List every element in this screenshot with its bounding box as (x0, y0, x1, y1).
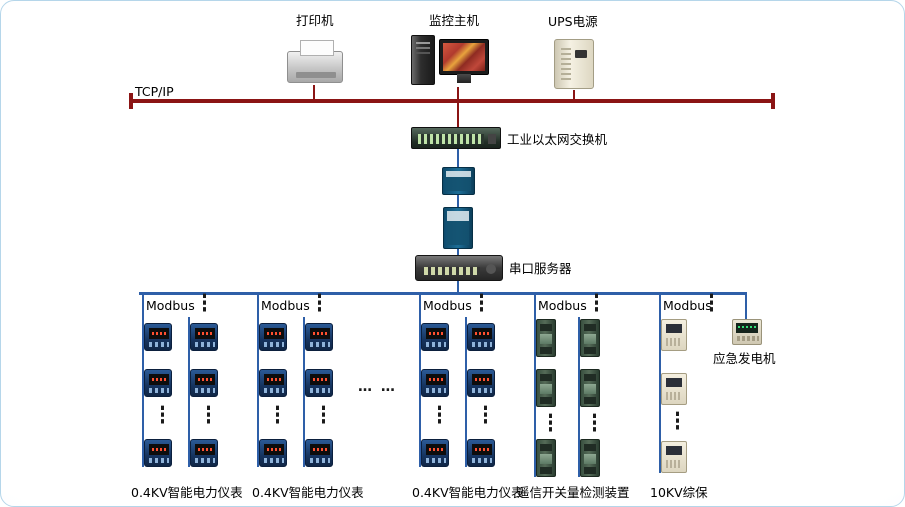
continuation-dots: ⋮ (477, 402, 494, 430)
host-monitor-icon (439, 39, 489, 83)
continuation-dots: ⋮ (269, 402, 286, 430)
bus-to-switch-line (457, 103, 459, 127)
power-meter-icon (421, 439, 449, 467)
power-meter-icon (190, 439, 218, 467)
modbus-label: Modbus (261, 298, 310, 313)
ethernet-switch-icon (411, 127, 501, 149)
power-meter-icon (259, 323, 287, 351)
printer-label: 打印机 (296, 13, 334, 28)
continuation-dots: ⋮ (473, 290, 490, 318)
signal-module-icon (580, 439, 600, 477)
power-meter-icon (467, 439, 495, 467)
signal-module-icon (536, 369, 556, 407)
serial-to-bus-line (457, 281, 459, 293)
continuation-dots: ⋮ (311, 290, 328, 318)
power-meter-icon (144, 369, 172, 397)
group-device-label: 10KV综保 (650, 485, 708, 500)
signal-module-icon (580, 319, 600, 357)
modbus-label: Modbus (146, 298, 195, 313)
ups-icon (554, 39, 594, 89)
modbus-bus-line (139, 292, 747, 295)
continuation-dots: ⋮ (703, 290, 720, 318)
signal-module-icon (536, 319, 556, 357)
continuation-dots-horizontal: … … (358, 379, 397, 395)
tcpip-bus-right-cap (771, 93, 775, 109)
continuation-dots: ⋮ (154, 402, 171, 430)
ups-link-line (573, 90, 575, 100)
power-meter-icon (467, 323, 495, 351)
power-meter-icon (144, 323, 172, 351)
modbus-branch-line (578, 317, 580, 477)
signal-module-icon (536, 439, 556, 477)
signal-module-icon (580, 369, 600, 407)
modbus-drop-line (257, 292, 259, 467)
power-meter-icon (305, 323, 333, 351)
modbus-branch-line (465, 317, 467, 467)
serial-server-label: 串口服务器 (509, 261, 572, 276)
media-converter-icon (443, 207, 473, 249)
printer-link-line (313, 85, 315, 100)
tcpip-bus-line (131, 99, 775, 103)
converter-to-serial-line (457, 249, 459, 255)
modbus-branch-line (303, 317, 305, 467)
power-meter-icon (259, 369, 287, 397)
media-converter-icon (442, 167, 475, 195)
converter-link-line (457, 195, 459, 207)
modbus-drop-line (659, 292, 661, 473)
power-meter-icon (305, 439, 333, 467)
power-meter-icon (467, 369, 495, 397)
power-meter-icon (144, 439, 172, 467)
continuation-dots: ⋮ (431, 402, 448, 430)
ups-label: UPS电源 (548, 14, 598, 29)
protection-relay-icon (661, 441, 687, 473)
protection-relay-icon (661, 319, 687, 351)
tcpip-label: TCP/IP (135, 84, 174, 99)
printer-icon (287, 40, 343, 83)
power-meter-icon (190, 369, 218, 397)
modbus-label: Modbus (663, 298, 712, 313)
power-meter-icon (421, 323, 449, 351)
host-tower-icon (411, 35, 435, 85)
continuation-dots: ⋮ (586, 410, 603, 438)
modbus-drop-line (419, 292, 421, 467)
group-device-label: 遥信开关量检测装置 (517, 485, 630, 500)
modbus-label: Modbus (423, 298, 472, 313)
group-device-label: 0.4KV智能电力仪表 (412, 485, 524, 500)
continuation-dots: ⋮ (542, 410, 559, 438)
group-device-label: 0.4KV智能电力仪表 (131, 485, 243, 500)
group-device-label: 0.4KV智能电力仪表 (252, 485, 364, 500)
modbus-label: Modbus (538, 298, 587, 313)
continuation-dots: ⋮ (196, 290, 213, 318)
continuation-dots: ⋮ (669, 408, 686, 436)
power-meter-icon (259, 439, 287, 467)
monitor-host-label: 监控主机 (429, 13, 480, 28)
tcpip-bus-left-cap (129, 93, 133, 109)
continuation-dots: ⋮ (588, 290, 605, 318)
continuation-dots: ⋮ (315, 402, 332, 430)
modbus-drop-line (142, 292, 144, 467)
modbus-branch-line (188, 317, 190, 467)
ethernet-switch-label: 工业以太网交换机 (507, 132, 608, 147)
serial-server-icon (415, 255, 503, 281)
power-meter-icon (421, 369, 449, 397)
host-link-line (457, 87, 459, 100)
power-meter-icon (190, 323, 218, 351)
modbus-drop-line (534, 292, 536, 477)
switch-to-converter-line (457, 149, 459, 167)
continuation-dots: ⋮ (200, 402, 217, 430)
generator-drop-line (745, 292, 747, 319)
power-meter-icon (305, 369, 333, 397)
generator-label: 应急发电机 (713, 351, 776, 366)
protection-relay-icon (661, 373, 687, 405)
generator-controller-icon (732, 319, 762, 345)
